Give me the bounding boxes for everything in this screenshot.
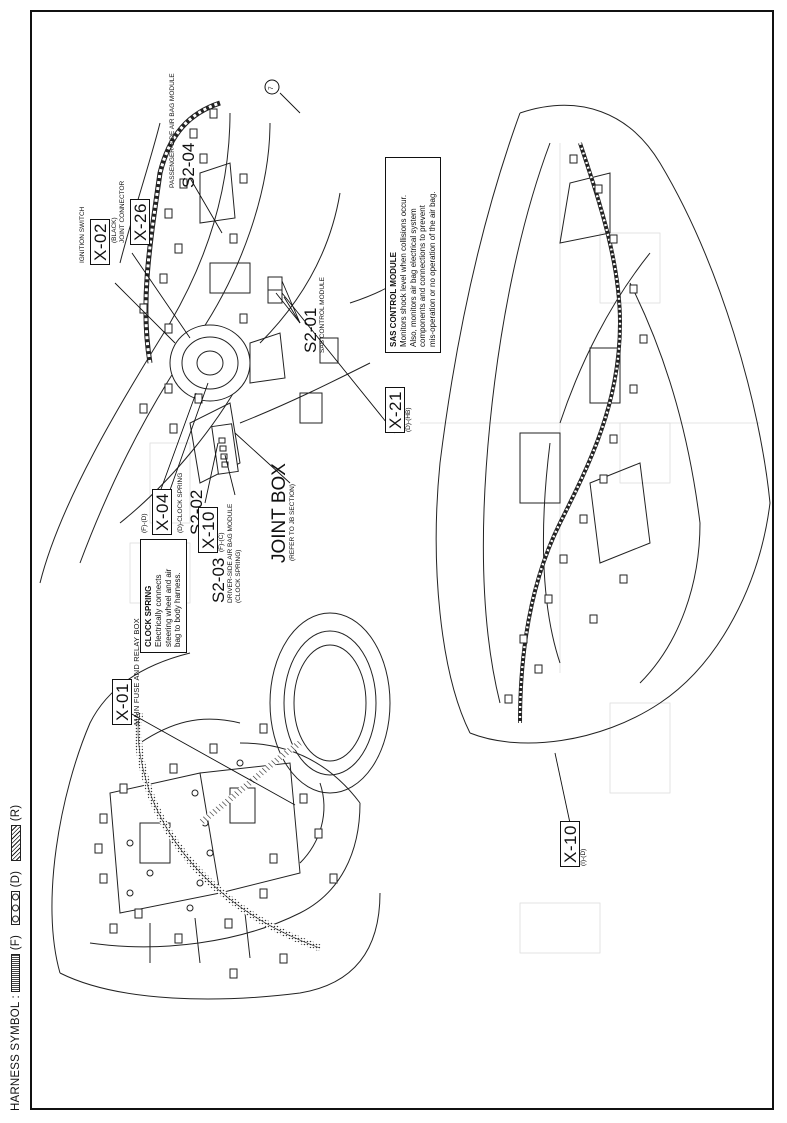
clock-spring-note-line: bag to body harness. [173,572,183,647]
clock-spring-note-line: steering wheel and air [163,568,173,647]
harness-symbol-legend: HARNESS SYMBOL : (F) (D) (R) [10,805,22,1111]
label-s201: S2-01 [301,307,320,353]
steering-column [169,324,251,475]
label-s203: S2-03 [209,557,228,603]
label-x01: X-01 [112,679,132,725]
label-x10-upper-grid: (F)-(C) [218,532,225,553]
sas-note-line: Monitors shock level when collisions occ… [399,194,409,347]
label-x04: X-04 [152,489,172,535]
label-joint-box: JOINT BOX [269,463,290,563]
sas-note-line: components and connections to prevent [418,205,428,347]
page-border [30,10,774,1110]
label-ref-7: 7 [268,86,275,90]
clock-spring-note-title: CLOCK SPRING [144,585,153,647]
reference-circle-7 [264,79,280,95]
clock-spring-note-line: Electrically connects [154,574,164,647]
rear-harness-hatched [198,740,302,826]
label-s204-desc: PASSENGER-SIDE AIR BAG MODULE [169,73,176,188]
sas-note-title: SAS CONTROL MODULE [389,252,398,347]
sas-note-line: mis-operation or no operation of the air… [427,191,437,347]
label-x26-desc1: (BLACK) [111,217,118,243]
dash-harness-swatch [11,890,21,925]
front-harness-swatch [11,953,21,992]
lower-dashboard-view [435,104,771,744]
label-s204: S2-04 [179,142,198,188]
background-ghost [129,143,760,954]
label-x26: X-26 [130,199,150,245]
label-s201-desc: SAS CONTROL MODULE [319,277,326,353]
label-x21: X-21 [385,387,405,433]
label-x10-lower-grid: (I)-(D) [580,848,587,866]
label-x10-upper: X-10 [198,507,218,553]
label-x10-lower: X-10 [560,821,580,867]
leader-lines [114,92,571,824]
sas-control-module-note: SAS CONTROL MODULE Monitors shock level … [385,157,442,353]
label-s202-desc: (D)-CLOCK SPRING [177,472,184,533]
legend-d: (D) [10,870,22,888]
legend-r: (R) [10,804,22,822]
legend-f: (F) [10,935,22,951]
label-s203-desc1: DRIVER-SIDE AIR BAG MODULE [227,503,234,603]
label-x26-desc2: JOINT CONNECTOR [119,180,126,243]
label-x04-grid: (F)-(D) [141,513,148,534]
label-x02: X-02 [90,219,110,265]
sas-note-line: Also, monitors air bag electrical system [408,208,418,347]
legend-prefix: HARNESS SYMBOL : [10,995,22,1111]
engine-compartment-view [51,612,391,1000]
label-joint-box-desc: (REFER TO JB SECTION) [289,483,296,561]
label-x21-grid: (D)-(HB) [405,407,412,432]
sas-module [267,276,283,304]
label-s203-desc2: (CLOCK SPRING) [235,549,242,603]
label-x02-desc: IGNITION SWITCH [79,206,86,263]
rear-harness-swatch [10,824,21,861]
clock-spring-note: CLOCK SPRING Electrically connects steer… [140,539,187,653]
